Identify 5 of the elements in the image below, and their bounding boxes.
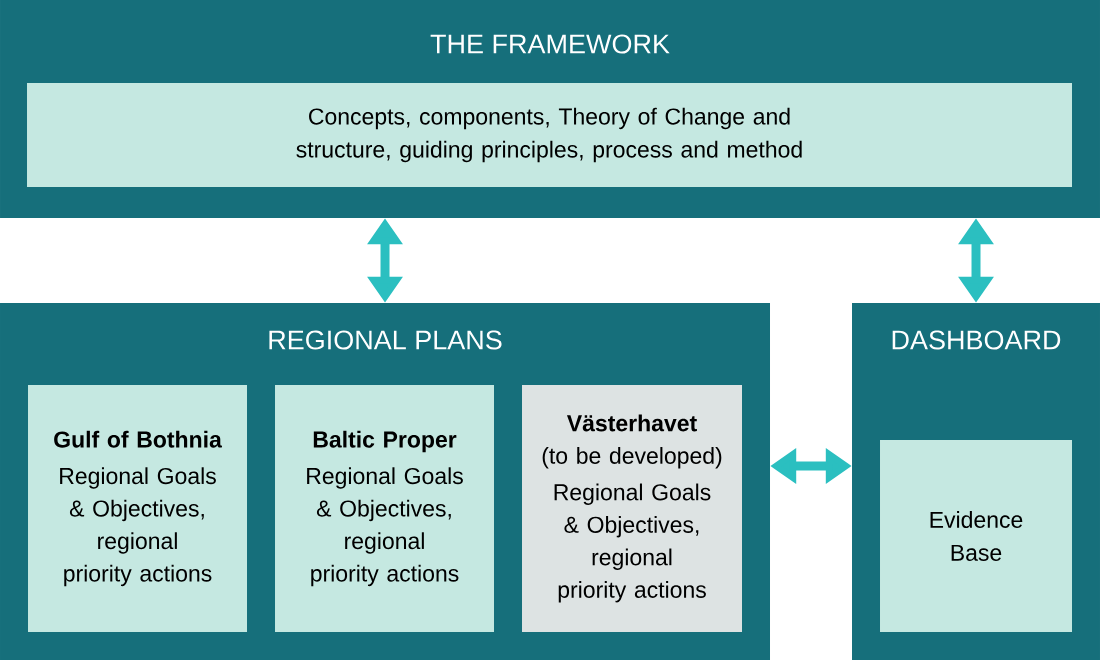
text-box: Concepts, components, Theory of Change and structure, guiding principles, process and method [27,83,1072,187]
plan-box: Gulf of Bothnia Regional Goals & Objectives, regional priority actions [28,385,247,632]
text-box: Evidence Base [880,440,1072,632]
plan-box: Västerhavet (to be developed) Regional Goals & Objectives, regional priority actions [522,385,742,632]
plan-box: Baltic Proper Regional Goals & Objectives, regional priority actions [275,385,494,632]
